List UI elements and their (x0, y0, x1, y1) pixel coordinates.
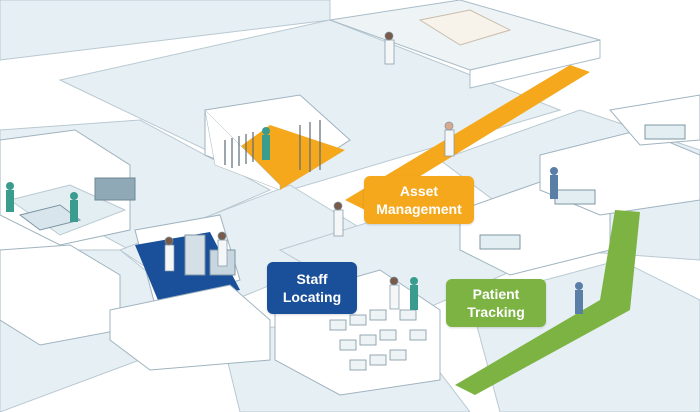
lab-room (0, 244, 271, 371)
operating-room (0, 129, 136, 246)
asset-management-room (204, 94, 351, 191)
staff-locating-callout: Staff Locating (267, 262, 357, 314)
asset-management-callout: Asset Management (364, 176, 474, 224)
patient-tracking-callout: Patient Tracking (446, 279, 546, 327)
staff-locating-line2: Locating (282, 289, 342, 305)
staff-figures (6, 31, 583, 314)
staff-locating-room (134, 214, 241, 306)
patient-tracking-path (455, 210, 640, 395)
patient-tracking-line1: Patient (472, 286, 520, 302)
asset-management-line2: Management (376, 201, 462, 217)
patient-tracking-line2: Tracking (467, 304, 525, 320)
staff-locating-line1: Staff (296, 271, 328, 287)
conference-room (329, 0, 601, 89)
asset-management-line1: Asset (399, 183, 439, 199)
patient-rooms (459, 94, 700, 276)
asset-tracking-path (345, 65, 590, 210)
